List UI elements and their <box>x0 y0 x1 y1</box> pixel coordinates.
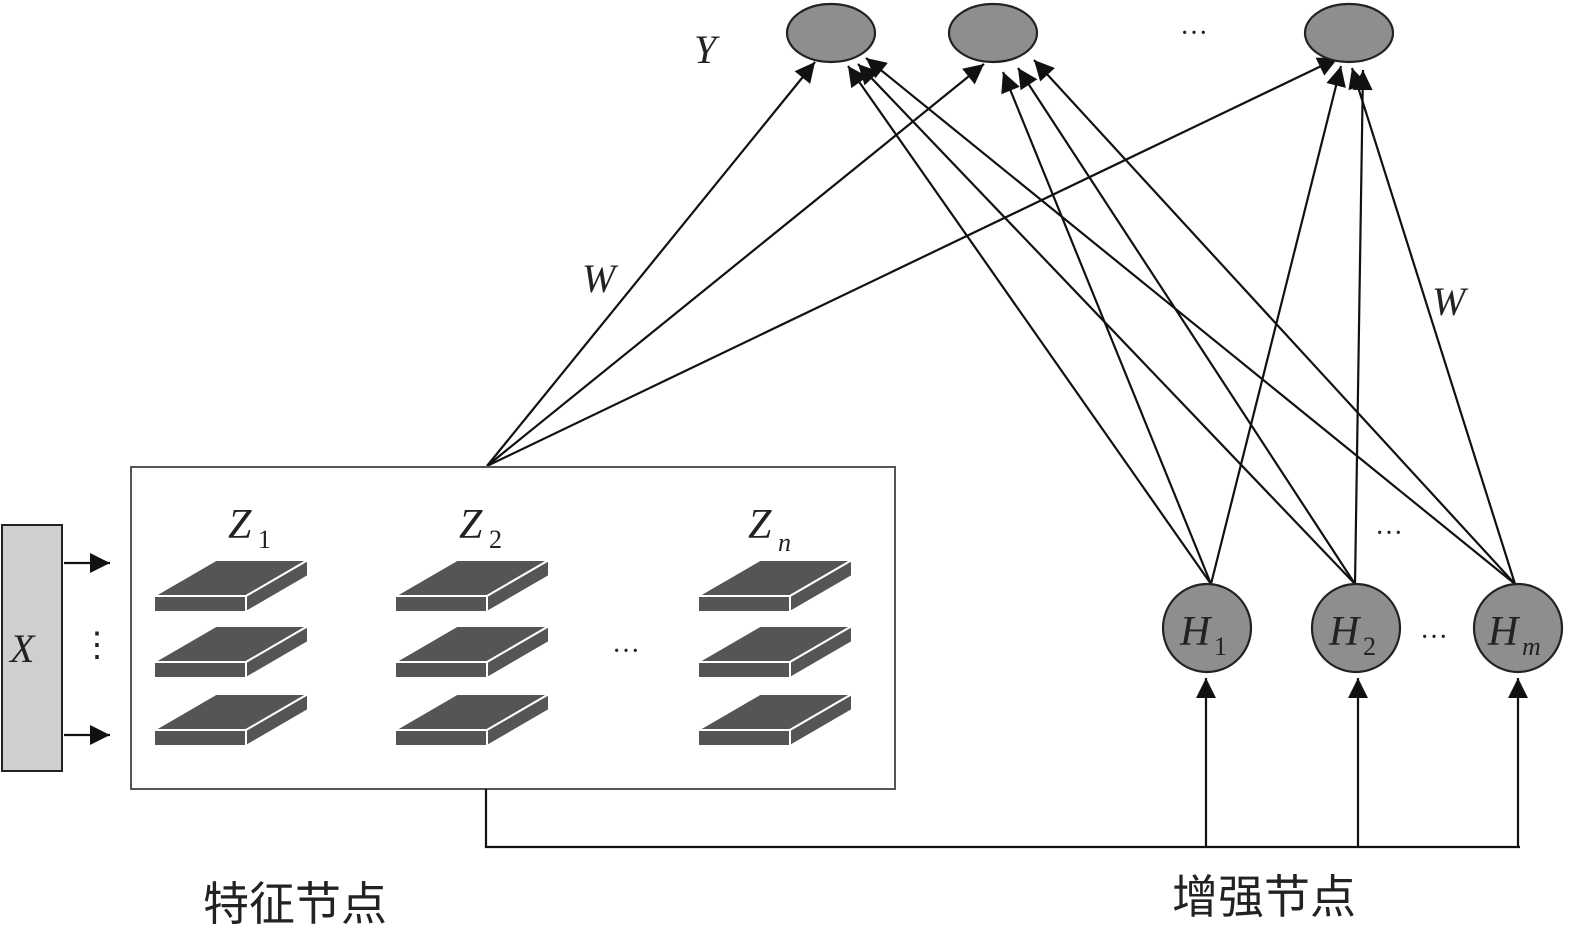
feature-plate <box>694 624 856 680</box>
feature-plate <box>391 558 553 614</box>
enhancement-layer: H 1 H 2 H m ··· ··· <box>1161 518 1564 674</box>
svg-text:Z: Z <box>748 502 772 548</box>
svg-text:n: n <box>778 528 791 557</box>
enhancement-nodes-caption: 增强节点 <box>1172 870 1356 924</box>
feature-nodes-caption: 特征节点 <box>203 877 387 931</box>
feature-to-output-edges <box>486 57 1339 467</box>
feature-group-label-1: Z 1 <box>228 502 271 554</box>
svg-text:H: H <box>1179 609 1213 655</box>
svg-text:H: H <box>1328 609 1362 655</box>
svg-text:1: 1 <box>258 525 271 554</box>
bottom-bus-line <box>484 789 1520 849</box>
svg-text:2: 2 <box>489 525 502 554</box>
enhancement-to-output-edges <box>847 57 1517 585</box>
enhancement-ellipsis-above: ··· <box>1375 518 1403 549</box>
feature-plate <box>391 624 553 680</box>
enhancement-node-m-label: H m <box>1487 609 1541 661</box>
edge-hm-y1 <box>865 57 1516 585</box>
edge-h1-y1 <box>847 65 1212 585</box>
feature-plates <box>150 558 856 748</box>
input-box <box>1 524 63 772</box>
svg-text:2: 2 <box>1363 632 1376 661</box>
feature-weight-label: W <box>582 256 619 301</box>
svg-text:Z: Z <box>459 502 483 548</box>
svg-text:Z: Z <box>228 502 252 548</box>
feature-nodes-box: Z 1 Z 2 Z n ··· <box>130 466 896 790</box>
feature-group-label-2: Z 2 <box>459 502 502 554</box>
input-label: X <box>8 626 36 671</box>
enhancement-node-1-label: H 1 <box>1179 609 1227 661</box>
edge-feature-y1 <box>486 61 816 467</box>
enhancement-node-2-label: H 2 <box>1328 609 1376 661</box>
edge-h2-y3 <box>1352 69 1373 585</box>
enhancement-weight-label: W <box>1432 279 1469 324</box>
feature-plate <box>150 692 312 748</box>
feature-box-frame <box>130 466 896 790</box>
enhancement-node-m <box>1472 582 1564 674</box>
feature-plate <box>694 558 856 614</box>
output-node-1 <box>785 2 877 64</box>
enhancement-node-1 <box>1161 582 1253 674</box>
output-layer: Y ··· <box>694 2 1395 72</box>
edge-feature-y2 <box>486 63 985 467</box>
feature-plate <box>694 692 856 748</box>
input-ellipsis: ⋮ <box>80 627 114 664</box>
feature-plate <box>391 692 553 748</box>
edge-hm-y3 <box>1348 67 1517 585</box>
feature-ellipsis: ··· <box>612 636 640 667</box>
svg-text:H: H <box>1487 609 1521 655</box>
edge-h2-y1 <box>857 63 1356 585</box>
feature-group-label-n: Z n <box>748 502 791 557</box>
edge-h1-y2 <box>1001 71 1213 585</box>
output-label: Y <box>694 27 720 72</box>
feature-plate <box>150 558 312 614</box>
svg-text:1: 1 <box>1214 632 1227 661</box>
enhancement-node-2 <box>1310 582 1402 674</box>
output-node-3 <box>1303 2 1395 64</box>
edge-hm-y2 <box>1033 59 1516 585</box>
output-node-2 <box>947 2 1039 64</box>
feature-to-enhancement-path <box>484 678 1528 849</box>
svg-text:m: m <box>1522 632 1541 661</box>
enhancement-ellipsis-between: ··· <box>1420 622 1448 653</box>
input-block: X ⋮ <box>1 524 114 772</box>
output-ellipsis: ··· <box>1180 18 1208 49</box>
edge-h2-y2 <box>1017 67 1356 585</box>
feature-plate <box>150 624 312 680</box>
edge-feature-y3 <box>486 57 1339 467</box>
